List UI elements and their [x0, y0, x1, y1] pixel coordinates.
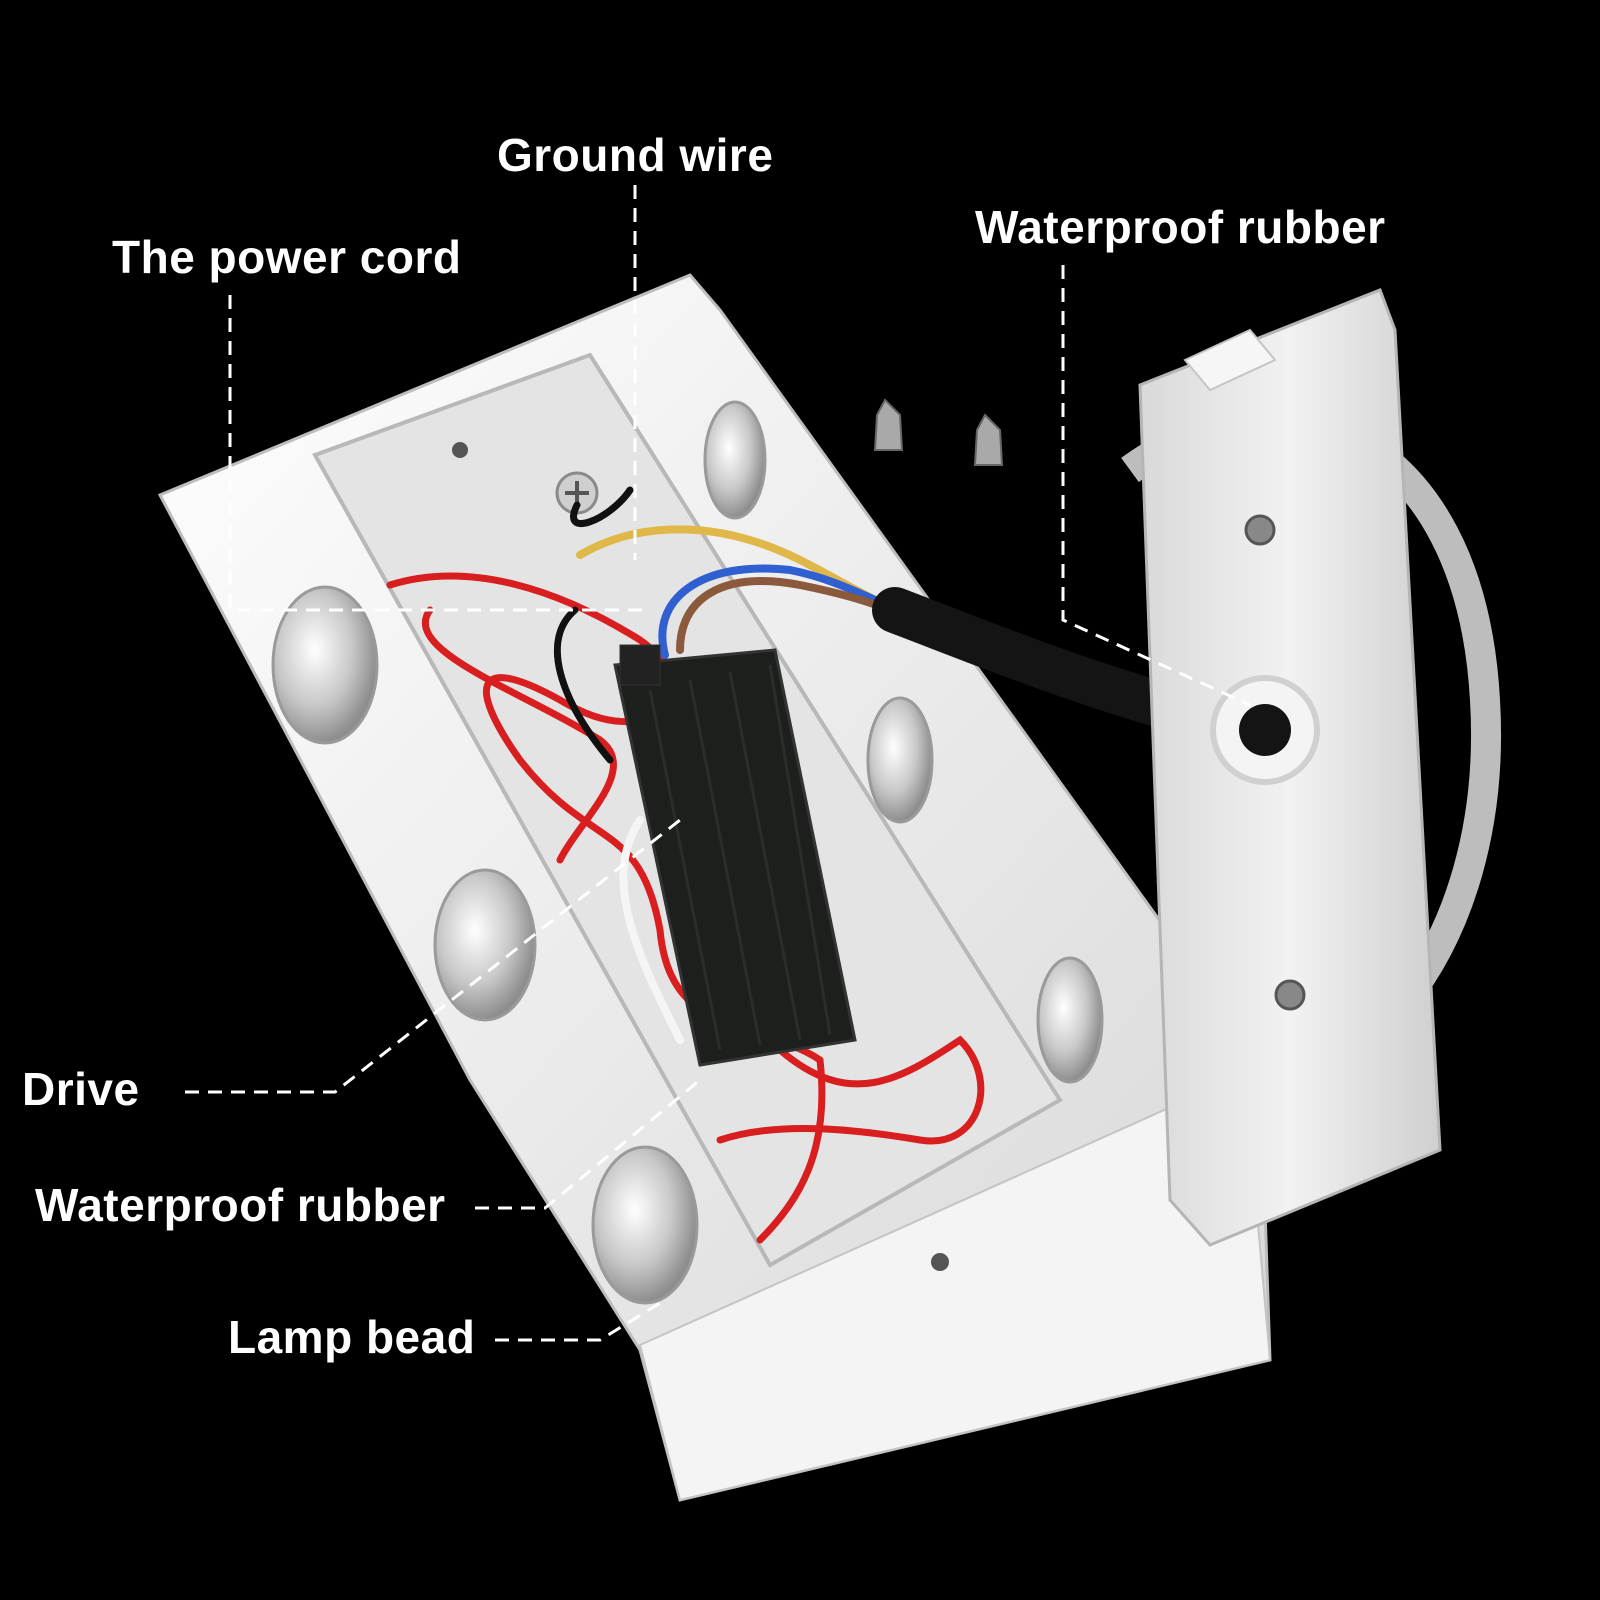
label-waterproof-rubber-top: Waterproof rubber: [975, 201, 1386, 253]
leader-waterproof-top: [1061, 265, 1251, 707]
label-drive: Drive: [22, 1063, 140, 1115]
label-waterproof-rubber-bottom: Waterproof rubber: [35, 1179, 446, 1231]
lamp-bead: [703, 400, 767, 520]
set-screws: [873, 398, 1004, 466]
driver-box: [613, 644, 857, 1067]
leader-drive: [185, 818, 681, 1094]
lamp-bead: [271, 585, 379, 745]
label-power-cord: The power cord: [112, 231, 462, 283]
label-ground-wire: Ground wire: [497, 129, 774, 181]
wires: [386, 486, 985, 1244]
leader-lamp-bead: [495, 1298, 666, 1342]
back-plate: [1138, 288, 1442, 1247]
lamp-beads: [271, 400, 1104, 1305]
leader-waterproof-bottom: [475, 1078, 701, 1210]
lamp-bead: [1036, 956, 1104, 1084]
leader-power-cord: [228, 295, 650, 612]
lamp-bead: [433, 868, 537, 1022]
leader-lines: [185, 185, 1251, 1342]
lamp-bead: [866, 696, 934, 824]
lamp-bead: [591, 1145, 699, 1305]
label-lamp-bead: Lamp bead: [228, 1311, 476, 1363]
